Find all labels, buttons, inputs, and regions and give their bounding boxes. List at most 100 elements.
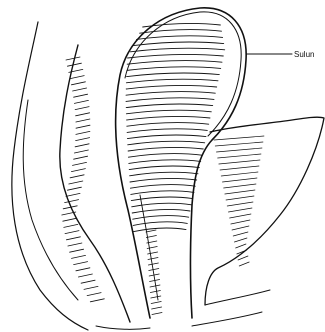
organ-neck-hatch-stroke [151,296,161,298]
left-hatch-stroke [76,125,90,128]
left-tissue-outer-contour [12,22,88,330]
right-tissue [205,117,324,305]
left-hatch-stroke [81,280,95,283]
organ-hatch-stroke [131,191,194,195]
organ-serosa-line [125,12,241,136]
left-hatch-stroke [73,88,87,91]
left-hatch-stroke [84,286,98,289]
organ-hatch-stroke [126,79,218,83]
left-hatch-stroke [64,224,78,227]
organ-hatch-stroke [130,178,197,182]
organ-hatch-stroke [126,92,215,96]
left-hatch-stroke [87,293,101,296]
callout-label: Sulun [294,50,314,59]
organ-hatch-stroke [133,216,189,220]
organ-hatch-stroke [127,116,210,120]
organ-hatch-stroke [126,98,214,102]
left-hatch-stroke [74,262,88,265]
right-hatch-stroke [222,178,257,182]
organ-hatch-stroke [137,36,223,40]
right-hatch-stroke [220,166,259,170]
organ-neck-hatch-stroke [150,291,160,293]
left-hatch-stroke [74,150,88,153]
base-strokes [96,312,262,329]
callout: Sulun [246,50,314,59]
organ-neck-hatch-stroke [149,269,159,271]
left-hatch-stroke [71,82,85,85]
left-hatch-stroke [65,231,79,234]
organ-neck-hatch-stroke [148,263,158,265]
left-hatch-stroke [70,249,84,252]
right-hatch-stroke [233,232,248,236]
organ-hatch-stroke [126,104,213,108]
organ-neck-hatch-stroke [152,307,162,309]
left-hatch-stroke [76,113,90,116]
left-hatch-stroke [76,131,90,134]
left-hatch-stroke [67,187,81,190]
base-stroke-right [192,312,262,326]
organ-neck-hatch-stroke [150,285,160,287]
left-hatch-stroke [67,63,81,66]
left-hatch-stroke [63,218,77,221]
organ-hatch-stroke [128,141,205,145]
right-hatch-stroke [219,160,260,164]
right-hatch-stroke [236,244,246,248]
left-hatch-stroke [75,144,89,147]
organ-neck-hatch-stroke [147,247,157,249]
left-hatch-stroke [71,169,85,172]
organ-neck-hatch-stroke [146,230,156,232]
left-hatch-stroke [75,107,89,110]
organ-hatch-stroke [128,54,224,58]
organ-neck-hatch-stroke [152,313,162,315]
left-hatch-stroke [70,76,84,79]
left-tissue-fold [23,100,78,300]
organ-hatch-stroke [127,123,209,127]
right-hatch-stroke [218,154,261,158]
left-hatch-stroke [73,162,87,165]
left-hatch-stroke [74,156,88,159]
left-hatch-stroke [76,268,90,271]
right-hatch-stroke [228,208,252,212]
organ-hatch-stroke [133,42,223,46]
organ-hatch-stroke [132,209,190,213]
right-hatch-stroke [214,136,264,140]
right-hatch-stroke [216,148,262,152]
left-tissue [12,22,130,330]
organ-neck-hatch-stroke [151,302,161,304]
right-hatch-stroke [215,142,263,146]
left-hatch-stroke [69,181,83,184]
organ-hatch-stroke [126,110,211,114]
left-hatch-stroke [76,138,90,141]
left-hatch-stroke [90,299,104,302]
right-hatch-stroke [230,214,251,218]
left-hatch-stroke [66,237,80,240]
base-stroke-left [96,326,150,329]
organ-hatch-stroke [134,228,186,232]
right-hatch-stroke [225,190,255,194]
left-tissue-hatching [62,57,105,302]
left-hatch-stroke [76,119,90,122]
right-tissue-hatching [214,136,264,266]
organ-hatch-stroke [127,73,220,77]
organ-hatch-stroke [129,160,201,164]
organ-hatch-stroke [133,222,187,226]
left-hatch-stroke [66,57,80,60]
organ-hatch-stroke [130,48,224,52]
right-hatch-stroke [227,202,253,206]
organ-hatch-stroke [130,185,195,189]
left-hatch-stroke [68,243,82,246]
organ-neck-hatch-stroke [148,258,158,260]
left-hatch-stroke [70,175,84,178]
organ-hatch-stroke [127,135,206,139]
right-hatch-stroke [239,262,249,266]
right-hatch-stroke [232,226,249,230]
right-hatch-stroke [238,256,248,260]
organ-hatch-stroke [132,203,192,207]
organ-hatch-stroke [130,172,198,176]
organ-neck-hatch-stroke [148,252,158,254]
left-hatch-stroke [65,200,79,203]
organ-hatch-stroke [128,154,202,158]
left-hatch-stroke [72,255,86,258]
right-hatch-stroke [231,220,250,224]
